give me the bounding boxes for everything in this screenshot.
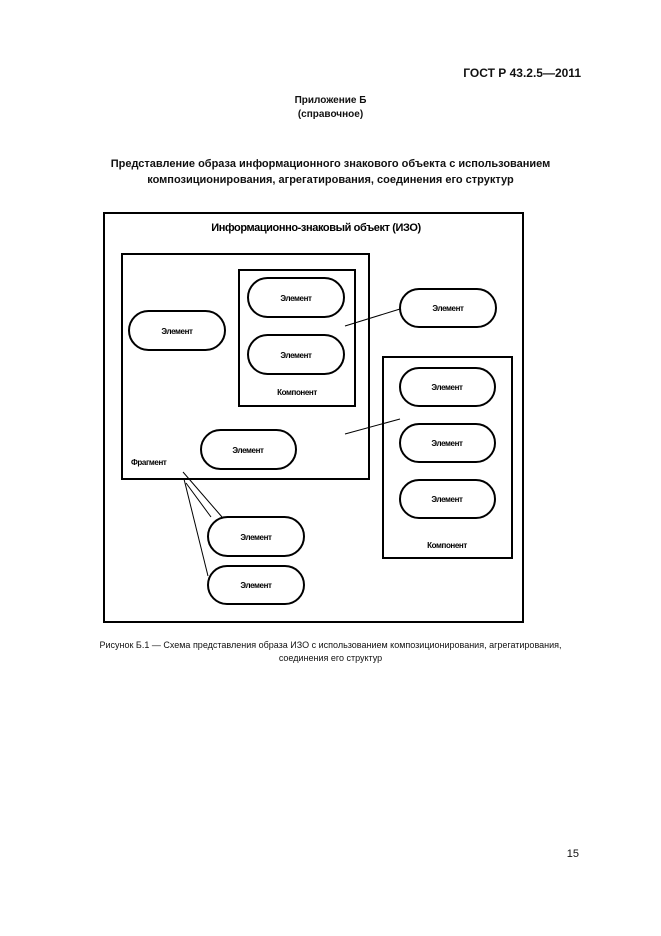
- page-number: 15: [566, 848, 579, 860]
- svg-text:Элемент: Элемент: [280, 294, 312, 303]
- standard-id: ГОСТ Р 43.2.5—2011: [463, 66, 581, 80]
- element-external-top: Элемент: [207, 516, 305, 557]
- fragment-label: Фрагмент: [131, 458, 167, 467]
- element-right-component-2: Элемент: [399, 423, 496, 463]
- svg-text:Элемент: Элемент: [431, 439, 463, 448]
- izo-title: Информационно-знаковый объект (ИЗО): [211, 222, 421, 234]
- connector-component-to-element: [344, 308, 401, 327]
- izo-outer-box: [103, 212, 524, 623]
- svg-text:Элемент: Элемент: [280, 351, 312, 360]
- svg-text:Элемент: Элемент: [161, 327, 193, 336]
- svg-text:Элемент: Элемент: [431, 495, 463, 504]
- right-component-label: Компонент: [427, 541, 467, 550]
- element-inner-component-bottom: Элемент: [247, 334, 345, 375]
- svg-text:Элемент: Элемент: [432, 304, 464, 313]
- appendix-title: Приложение Б: [294, 95, 367, 106]
- element-right-component-3: Элемент: [399, 479, 496, 519]
- section-heading-line-1: Представление образа информационного зна…: [110, 158, 551, 170]
- figure-caption-line-2: соединения его структур: [278, 653, 383, 663]
- connector-fragment-to-component: [344, 418, 401, 435]
- element-right-component-1: Элемент: [399, 367, 496, 407]
- section-heading-line-2: композиционирования, агрегатирования, со…: [147, 174, 514, 186]
- appendix-block: Приложение Б (справочное): [0, 94, 661, 122]
- element-external-bottom: Элемент: [207, 565, 305, 605]
- appendix-subtitle: (справочное): [297, 109, 364, 120]
- element-inner-component-top: Элемент: [247, 277, 345, 318]
- connector-fragment-to-external-top-b: [185, 482, 212, 518]
- connector-fragment-to-external-top-a: [182, 471, 223, 518]
- element-standalone-right: Элемент: [399, 288, 497, 328]
- section-heading: Представление образа информационного зна…: [40, 156, 621, 188]
- inner-component-label: Компонент: [277, 388, 317, 397]
- svg-text:Элемент: Элемент: [240, 533, 272, 542]
- inner-component-box: [238, 269, 356, 407]
- svg-text:Элемент: Элемент: [431, 383, 463, 392]
- fragment-box: [121, 253, 370, 480]
- right-component-box: [382, 356, 513, 559]
- element-fragment-bottom: Элемент: [200, 429, 297, 470]
- svg-text:Элемент: Элемент: [240, 581, 272, 590]
- svg-text:Элемент: Элемент: [232, 446, 264, 455]
- figure-caption: Рисунок Б.1 — Схема представления образа…: [40, 639, 621, 665]
- element-fragment-left: Элемент: [128, 310, 226, 351]
- figure-caption-line-1: Рисунок Б.1 — Схема представления образа…: [99, 640, 562, 650]
- connector-fragment-to-external-bottom: [183, 478, 209, 577]
